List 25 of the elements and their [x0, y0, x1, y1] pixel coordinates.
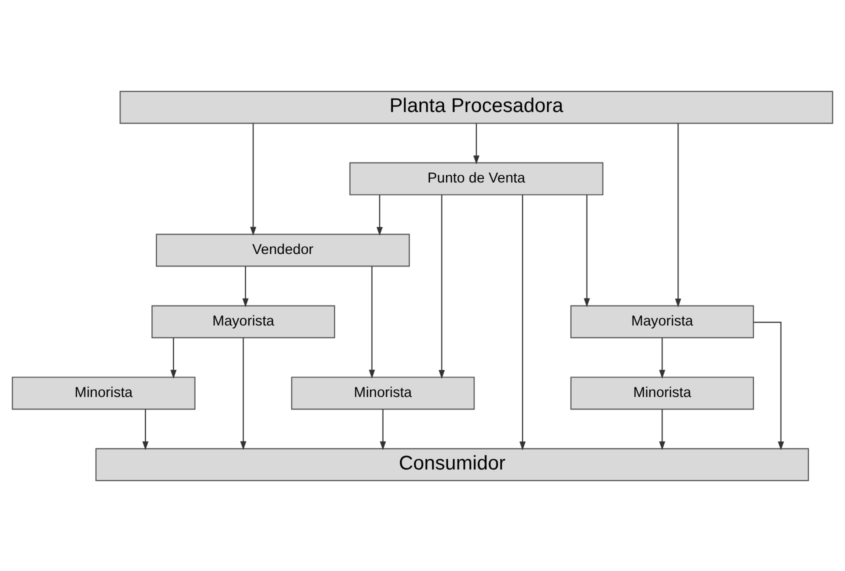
arrow: [754, 321, 784, 450]
arrow: [675, 122, 682, 307]
arrow: [376, 194, 383, 236]
arrow: [659, 337, 666, 378]
arrow: [380, 408, 386, 450]
arrow: [519, 194, 526, 450]
node-box: Minorista: [291, 376, 475, 410]
arrow: [250, 122, 256, 236]
arrow: [240, 337, 246, 450]
arrow: [242, 266, 249, 307]
node-box: Minorista: [12, 376, 196, 410]
arrow: [659, 408, 666, 450]
node-box: Vendedor: [156, 233, 410, 266]
arrow: [170, 337, 177, 378]
node-box: Minorista: [570, 376, 754, 410]
arrow: [368, 266, 376, 378]
arrow: [584, 194, 590, 307]
node-box: Consumidor: [95, 448, 809, 481]
node-box: Punto de Venta: [349, 162, 604, 195]
arrow: [438, 194, 445, 378]
node-box: Mayorista: [151, 304, 336, 338]
node-box: Planta Procesadora: [120, 90, 834, 124]
arrow: [142, 408, 149, 450]
arrow: [473, 123, 480, 164]
node-box: Mayorista: [570, 304, 754, 338]
